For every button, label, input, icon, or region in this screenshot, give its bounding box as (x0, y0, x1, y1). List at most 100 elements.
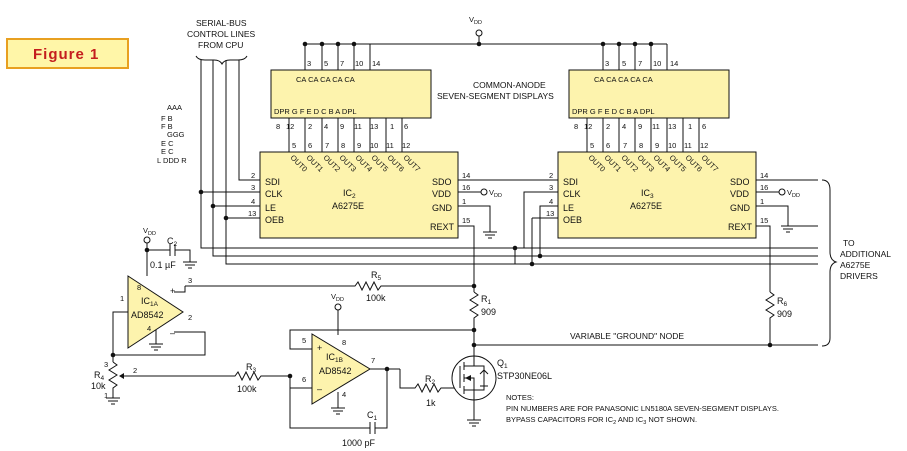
display-caption-1: COMMON-ANODE (473, 80, 546, 90)
svg-text:VDD: VDD (331, 292, 344, 303)
svg-text:4: 4 (622, 122, 626, 131)
display2-segment-label: DPR G F E D C B A DPL (572, 107, 655, 116)
additional-label-3: A6275E (840, 260, 871, 270)
svg-text:1: 1 (760, 197, 764, 206)
svg-text:VDD: VDD (787, 188, 800, 199)
svg-text:13: 13 (370, 122, 378, 131)
svg-text:2: 2 (308, 122, 312, 131)
svg-text:14: 14 (760, 171, 768, 180)
svg-text:C1: C1 (367, 410, 378, 422)
svg-text:+: + (170, 286, 175, 296)
c1-capacitor: C1 1000 pF (289, 369, 388, 448)
svg-text:5: 5 (622, 59, 626, 68)
figure-label: Figure 1 (33, 46, 99, 63)
svg-text:2: 2 (251, 171, 255, 180)
svg-text:OEB: OEB (265, 215, 284, 225)
svg-text:1: 1 (688, 122, 692, 131)
display-caption-2: SEVEN-SEGMENT DISPLAYS (437, 91, 554, 101)
ic3-left-pins: SDI CLK LE OEB (563, 177, 582, 225)
svg-text:LE: LE (563, 203, 574, 213)
svg-text:9: 9 (655, 141, 659, 150)
ic2-left-pins: SDI CLK LE OEB (265, 177, 284, 225)
svg-text:909: 909 (481, 307, 496, 317)
svg-text:IC1A: IC1A (141, 296, 159, 308)
svg-text:7: 7 (638, 59, 642, 68)
svg-text:–: – (170, 328, 175, 338)
ic3-a6275e: 5 6 7 8 9 10 11 12 OUT0 OUT1 OUT2 OUT3 O… (546, 141, 768, 239)
svg-text:100k: 100k (366, 293, 386, 303)
svg-text:F B: F B (161, 114, 173, 123)
display1-ca-label: CA CA CA CA CA (296, 75, 355, 84)
ic3-vdd-terminal (778, 188, 786, 196)
svg-text:1: 1 (104, 391, 108, 400)
svg-text:R4: R4 (94, 370, 105, 382)
svg-text:PIN NUMBERS ARE FOR PANASONIC: PIN NUMBERS ARE FOR PANASONIC LN5180A SE… (506, 404, 779, 413)
ic1a-op-amp: + – IC1A AD8542 1 2 3 4 8 (120, 275, 192, 349)
svg-text:909: 909 (777, 309, 792, 319)
ic2-name: IC2 (343, 188, 356, 200)
additional-drivers-brace (821, 179, 838, 347)
svg-text:8: 8 (137, 283, 141, 292)
svg-text:REXT: REXT (728, 222, 753, 232)
ic3-ground (781, 225, 795, 233)
svg-text:Q1: Q1 (497, 358, 508, 370)
ic2-right-pin-numbers: 14 16 1 15 (462, 171, 470, 225)
r3-resistor: R3 100k (135, 362, 290, 394)
svg-text:C2: C2 (167, 236, 178, 248)
ic2-left-pin-numbers: 2 3 4 13 (248, 171, 256, 218)
svg-text:5: 5 (302, 336, 306, 345)
svg-text:5: 5 (324, 59, 328, 68)
svg-text:4: 4 (251, 197, 255, 206)
svg-text:GND: GND (432, 203, 453, 213)
svg-text:6: 6 (302, 375, 306, 384)
svg-text:16: 16 (760, 183, 768, 192)
svg-text:6: 6 (308, 141, 312, 150)
vdd-label-top: VDD (469, 15, 482, 26)
display1-segment-label: DPR G F E D C B A DPL (274, 107, 357, 116)
svg-text:3: 3 (188, 276, 192, 285)
svg-text:–: – (317, 384, 322, 394)
ic1b-vdd-terminal (334, 303, 342, 311)
svg-text:12: 12 (584, 122, 592, 131)
display2-top-pins: 3 5 7 10 14 (605, 59, 678, 68)
ic1a-vdd-terminal (143, 236, 151, 244)
svg-text:VDD: VDD (143, 226, 156, 237)
seven-segment-display-2: CA CA CA CA CA DPR G F E D C B A DPL 3 5… (568, 59, 730, 131)
svg-text:+: + (317, 343, 322, 353)
svg-text:VDD: VDD (432, 189, 452, 199)
svg-text:9: 9 (340, 122, 344, 131)
ic3-name: IC3 (641, 188, 654, 200)
svg-text:12: 12 (700, 141, 708, 150)
svg-text:LE: LE (265, 203, 276, 213)
svg-text:12: 12 (402, 141, 410, 150)
ic3-output-pin-numbers: 5 6 7 8 9 10 11 12 (590, 141, 708, 150)
svg-text:OEB: OEB (563, 215, 582, 225)
svg-text:1: 1 (390, 122, 394, 131)
svg-text:13: 13 (668, 122, 676, 131)
svg-text:7: 7 (325, 141, 329, 150)
svg-text:10: 10 (668, 141, 676, 150)
svg-text:7: 7 (371, 356, 375, 365)
svg-text:100k: 100k (237, 384, 257, 394)
svg-text:AAA: AAA (167, 103, 182, 112)
svg-text:4: 4 (342, 390, 346, 399)
svg-text:14: 14 (372, 59, 380, 68)
svg-text:13: 13 (248, 209, 256, 218)
segment-legend: AAA F B F B GGG E C E C L DDD R (157, 103, 187, 165)
svg-text:STP30NE06L: STP30NE06L (497, 371, 552, 381)
svg-text:SDO: SDO (432, 177, 452, 187)
svg-text:13: 13 (546, 209, 554, 218)
r2-resistor: R2 1k (399, 369, 460, 408)
svg-text:AD8542: AD8542 (319, 366, 352, 376)
svg-text:8: 8 (574, 122, 578, 131)
notes: NOTES: PIN NUMBERS ARE FOR PANASONIC LN5… (506, 393, 779, 426)
r6-resistor: R6 909 (765, 291, 792, 345)
ic2-output-pin-numbers: 5 6 7 8 9 10 11 12 (292, 141, 410, 150)
svg-text:8: 8 (341, 141, 345, 150)
svg-text:2: 2 (549, 171, 553, 180)
r5-resistor: R5 100k (185, 270, 474, 303)
svg-text:3: 3 (251, 183, 255, 192)
svg-text:11: 11 (652, 122, 660, 131)
svg-text:R5: R5 (371, 270, 382, 282)
svg-text:10: 10 (653, 59, 661, 68)
